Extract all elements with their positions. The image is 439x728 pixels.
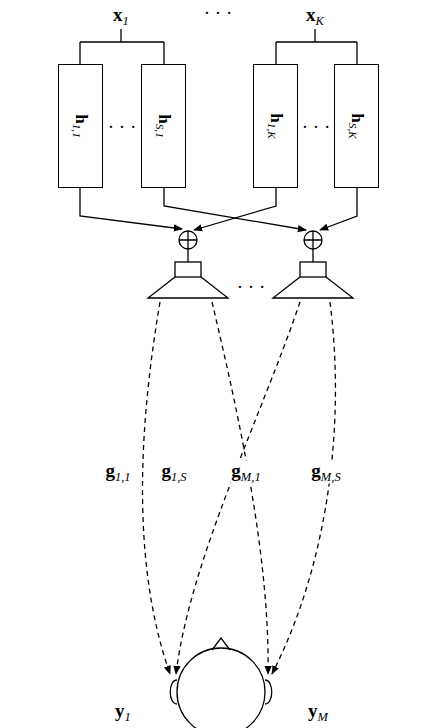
ellipsis: · · ·: [108, 117, 136, 136]
filter-box: hS,1: [141, 64, 186, 188]
transfer-path-label: g1,S: [160, 461, 187, 484]
ear-signal: yM: [308, 701, 328, 724]
filter-box: hS,K: [334, 64, 379, 188]
filter-label: h1,1: [70, 114, 91, 138]
ellipsis: · · ·: [302, 117, 330, 136]
ellipsis: · · ·: [237, 277, 265, 296]
filter-label: hS,1: [153, 114, 174, 138]
transfer-path-label: g1,1: [104, 461, 131, 484]
input-signal: xK: [306, 5, 324, 28]
filter-label: hS,K: [346, 113, 367, 138]
filter-label: h1,K: [265, 113, 286, 138]
ellipsis: · · ·: [204, 3, 232, 22]
filter-box: h1,1: [58, 64, 103, 188]
transfer-path-label: gM,S: [310, 461, 341, 484]
ear-signal: y1: [115, 701, 131, 724]
filter-box: h1,K: [253, 64, 298, 188]
input-signal: x1: [113, 5, 129, 28]
transfer-path-label: gM,1: [230, 461, 261, 484]
